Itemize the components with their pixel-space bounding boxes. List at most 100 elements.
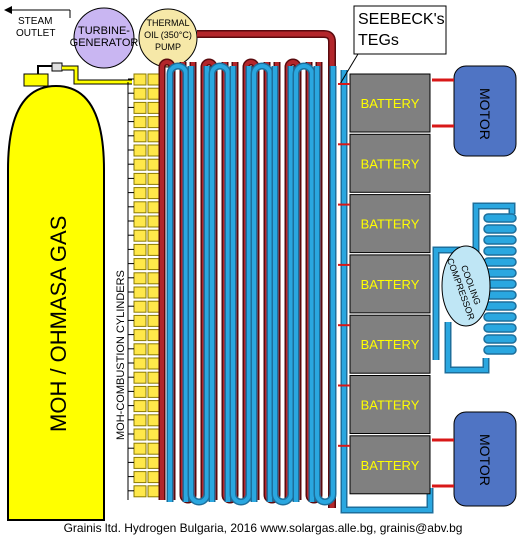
combustion-cylinder — [133, 201, 147, 214]
coolant-coil-outline — [271, 66, 295, 506]
combustion-cylinder — [147, 130, 161, 143]
coolant-coil — [273, 66, 293, 504]
turbine-label-2: GENERATOR — [70, 37, 139, 49]
combustion-cylinder — [147, 272, 161, 285]
radiator-fin — [483, 334, 517, 344]
combustion-cylinder — [133, 357, 147, 370]
cooling-radiator — [444, 202, 517, 374]
combustion-cylinder — [147, 442, 161, 455]
seebeck-label-1: SEEBECK's — [358, 11, 445, 28]
combustion-cylinder — [147, 456, 161, 469]
combustion-cylinder — [133, 371, 147, 384]
pump-label-3: PUMP — [155, 42, 181, 52]
combustion-cylinders — [128, 73, 161, 498]
combustion-cylinder — [133, 258, 147, 271]
motor-top-label: MOTOR — [477, 88, 493, 140]
radiator-fin — [483, 323, 517, 333]
battery — [349, 133, 431, 193]
combustion-cylinder — [147, 485, 161, 498]
pump-label-1: THERMAL — [146, 18, 189, 28]
combustion-cylinder — [147, 471, 161, 484]
combustion-cylinder — [147, 314, 161, 327]
gas-feed-pipe-outline — [62, 65, 132, 85]
battery — [349, 435, 431, 495]
battery — [349, 314, 431, 374]
coolant-coil-outline — [292, 62, 316, 502]
turbine-label-1: TURBINE- — [78, 25, 130, 37]
radiator-fin — [483, 213, 517, 223]
combustion-cylinder — [147, 385, 161, 398]
combustion-cylinder — [133, 456, 147, 469]
combustion-cylinder — [133, 158, 147, 171]
coolant-coil-outline — [166, 62, 190, 502]
cylinders-label: MOH-COMBUSTION CYLINDERS — [115, 270, 127, 440]
combustion-cylinder — [133, 471, 147, 484]
gas-tank-label: MOH / OHMASA GAS — [46, 216, 71, 432]
combustion-cylinder — [147, 87, 161, 100]
coolant-coil-outline — [250, 62, 274, 502]
combustion-cylinder — [133, 300, 147, 313]
pump-label-2: OIL (350°C) — [144, 30, 192, 40]
battery-stack: BATTERYBATTERYBATTERYBATTERYBATTERYBATTE… — [338, 73, 431, 495]
battery-label: BATTERY — [361, 217, 420, 232]
combustion-cylinder — [147, 172, 161, 185]
battery-label: BATTERY — [361, 458, 420, 473]
combustion-cylinder — [133, 286, 147, 299]
combustion-cylinder — [133, 428, 147, 441]
coolant-coil — [189, 66, 209, 504]
radiator-fin — [483, 345, 517, 355]
motor-top — [453, 65, 517, 157]
combustion-cylinder — [147, 116, 161, 129]
cooling-compressor — [441, 245, 491, 327]
coolant-coil — [294, 64, 314, 502]
coolant-coil-outline — [208, 62, 232, 502]
radiator-fin — [483, 246, 517, 256]
coolant-coil — [252, 64, 272, 502]
combustion-cylinder — [133, 187, 147, 200]
combustion-cylinder — [133, 329, 147, 342]
combustion-cylinder — [147, 229, 161, 242]
combustion-cylinder — [147, 144, 161, 157]
battery-label: BATTERY — [361, 96, 420, 111]
coolant-coil — [168, 64, 188, 502]
radiator-fin — [483, 235, 517, 245]
combustion-cylinder — [147, 258, 161, 271]
combustion-cylinder — [147, 158, 161, 171]
combustion-cylinder — [147, 201, 161, 214]
combustion-cylinder — [147, 343, 161, 356]
radiator-fin — [483, 257, 517, 267]
combustion-cylinder — [147, 243, 161, 256]
combustion-cylinder — [147, 357, 161, 370]
combustion-cylinder — [147, 329, 161, 342]
radiator-fin — [483, 224, 517, 234]
coolant-header — [342, 70, 432, 512]
coolant-coil — [231, 66, 251, 504]
battery — [349, 375, 431, 434]
combustion-cylinder — [133, 272, 147, 285]
gas-tank — [7, 62, 105, 521]
steam-outlet-label-1: STEAM — [18, 16, 52, 27]
combustion-cylinder — [133, 414, 147, 427]
combustion-cylinder — [147, 414, 161, 427]
combustion-cylinder — [133, 343, 147, 356]
seebeck-pointer — [339, 53, 359, 85]
combustion-cylinder — [133, 130, 147, 143]
steam-outlet-arrow — [4, 6, 71, 18]
combustion-cylinder — [133, 243, 147, 256]
turbine-generator — [73, 7, 135, 69]
radiator-fin — [483, 301, 517, 311]
seebeck-label-box — [353, 5, 447, 55]
combustion-cylinder — [133, 442, 147, 455]
combustion-cylinder — [133, 229, 147, 242]
radiator-fin — [483, 312, 517, 322]
coolant-coils — [166, 62, 434, 514]
combustion-cylinder — [133, 101, 147, 114]
seebeck-label-2: TEGs — [358, 32, 399, 49]
combustion-cylinder — [147, 371, 161, 384]
motor-bottom-label: MOTOR — [477, 434, 493, 486]
gas-feed-pipe — [62, 66, 132, 84]
steam-outlet-label-2: OUTLET — [16, 28, 55, 39]
combustion-cylinder — [147, 215, 161, 228]
compressor-line — [434, 248, 460, 360]
